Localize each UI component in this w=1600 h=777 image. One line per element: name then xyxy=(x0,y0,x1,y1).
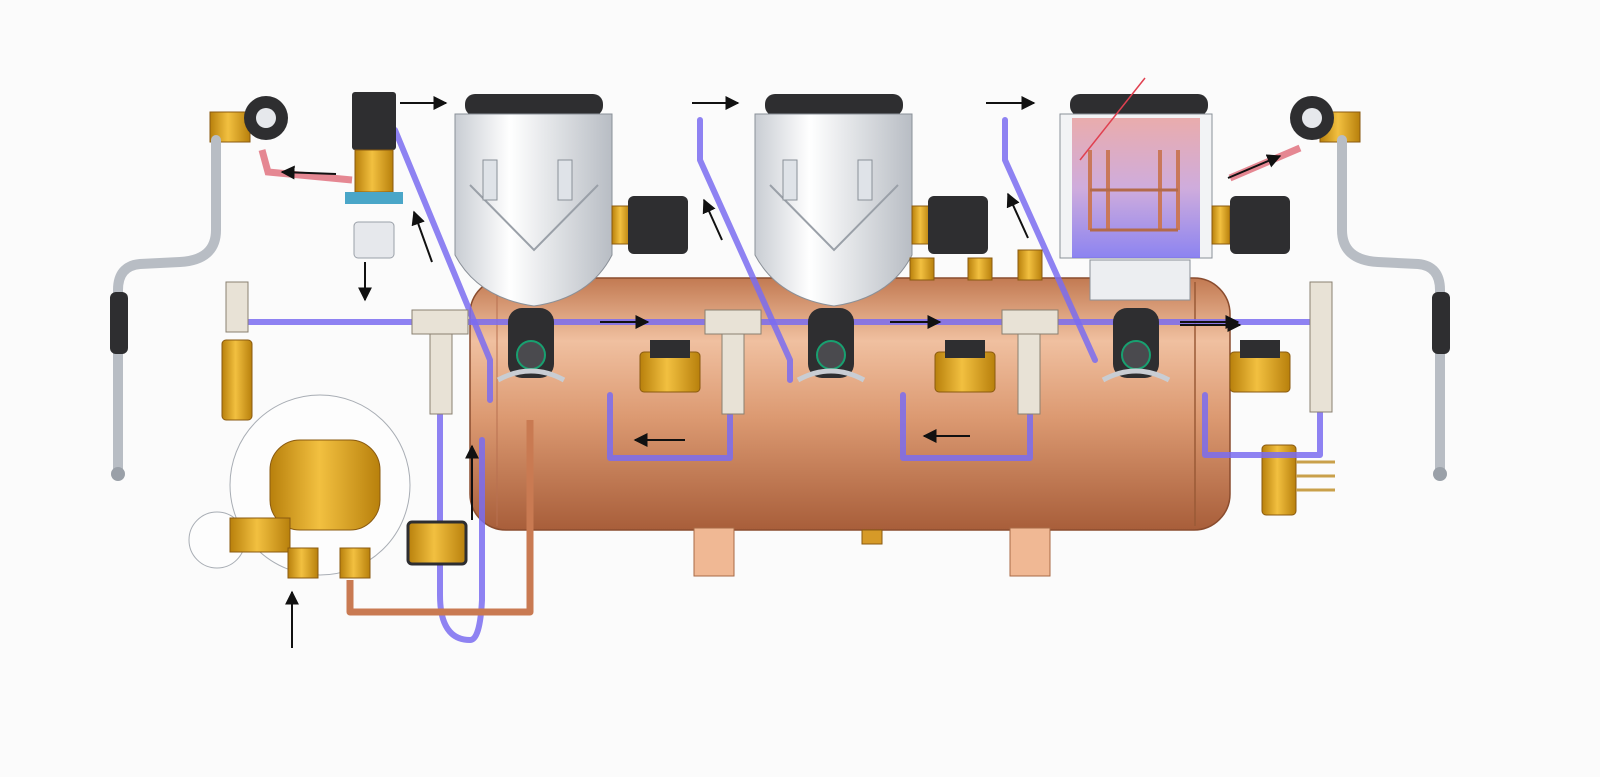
flow-arrow-icon xyxy=(280,165,337,180)
heating-element-icon xyxy=(1261,444,1335,516)
steam-line-left xyxy=(258,149,353,184)
check-valve-icon xyxy=(221,339,253,421)
steam-valve-right-icon xyxy=(1290,96,1361,143)
steam-wand-left-icon xyxy=(110,135,221,481)
tee-fittings xyxy=(225,281,1333,415)
solenoid-valve-icon xyxy=(345,92,403,259)
flow-arrow-icon xyxy=(1227,154,1282,179)
pump-outlet-pipe xyxy=(346,420,534,616)
pressure-switch-icon xyxy=(406,520,468,566)
flow-arrow-icon xyxy=(1006,192,1029,239)
group-head-3-icon xyxy=(1059,77,1290,383)
flow-arrow-icon xyxy=(411,210,433,263)
group-head-2-icon xyxy=(754,94,988,383)
flow-arrow-icon xyxy=(702,198,723,241)
steam-wand-right-icon xyxy=(1337,135,1450,481)
rotary-pump-icon xyxy=(188,394,411,579)
boiler-top-fittings xyxy=(909,249,1043,281)
group-solenoid-valves xyxy=(639,340,1291,393)
group-head-1-icon xyxy=(454,94,688,383)
flow-arrows xyxy=(280,96,1282,648)
